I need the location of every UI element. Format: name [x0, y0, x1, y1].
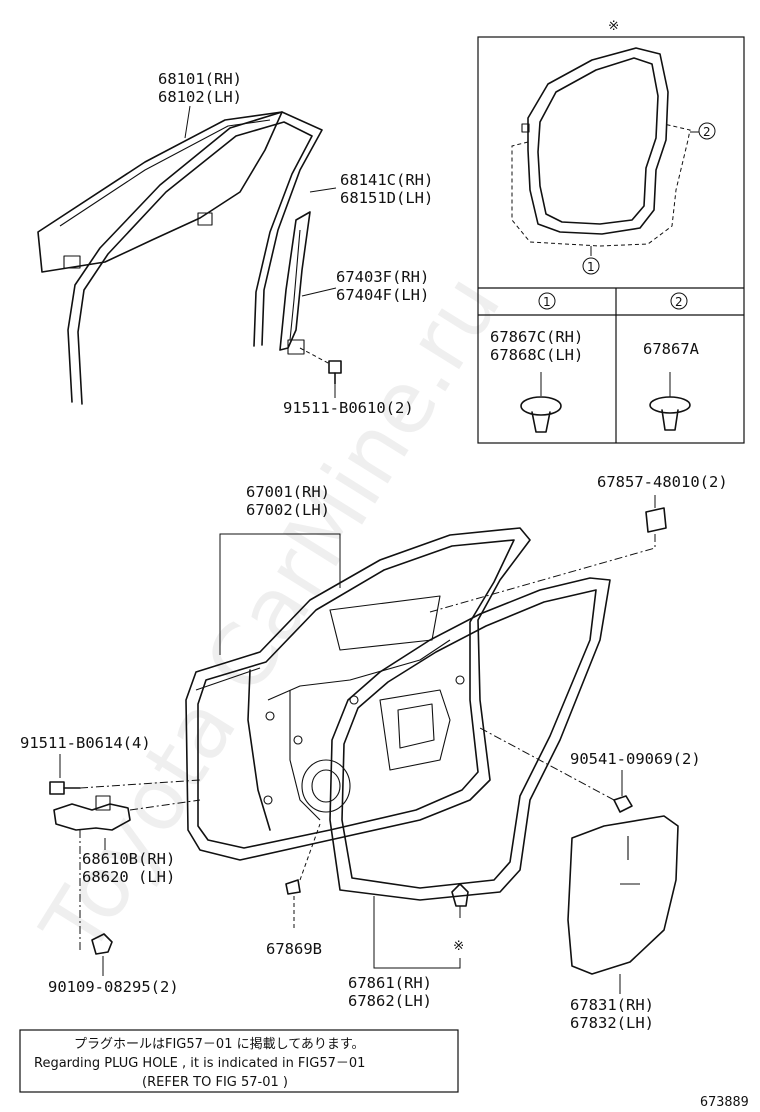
callout-1: 1 [587, 260, 595, 274]
label-clip2: 67867A [643, 340, 700, 358]
column-callout-2: 2 [675, 295, 683, 309]
note-line2: Regarding PLUG HOLE , it is indicated in… [34, 1056, 365, 1071]
asterisk-bottom: ※ [453, 938, 464, 954]
label-bolt-top: 91511-B0610(2) [283, 399, 414, 417]
seal-clip-icon [451, 883, 469, 918]
label-run-rh: 68141C(RH) [340, 171, 433, 189]
label-panel-lh: 67002(LH) [246, 501, 330, 519]
door-seal-shape [329, 577, 611, 901]
label-hinge-rh: 68610B(RH) [82, 850, 175, 868]
label-bolt-hinge: 91511-B0614(4) [20, 734, 151, 752]
label-chan-lh: 67404F(LH) [336, 286, 429, 304]
column-callout-1: 1 [543, 295, 551, 309]
note-line1: プラグホールはFIG57－01 に掲載してあります。 [74, 1036, 365, 1052]
door-glass-shape [37, 111, 283, 273]
note-box: プラグホールはFIG57－01 に掲載してあります。 Regarding PLU… [19, 1029, 459, 1093]
inset-box [477, 36, 745, 444]
label-chan-rh: 67403F(RH) [336, 268, 429, 286]
label-clip1-rh: 67867C(RH) [490, 328, 583, 346]
callout-2: 2 [703, 125, 711, 139]
label-pad: 67857-48010(2) [597, 473, 728, 491]
pin-icon [91, 933, 113, 976]
label-glass-rh: 68101(RH) [158, 70, 242, 88]
pad-icon [429, 495, 667, 613]
label-seal-lh: 67862(LH) [348, 992, 432, 1010]
label-hinge-lh: 68620 (LH) [82, 868, 175, 886]
note-line3: (REFER TO FIG 57-01 ) [142, 1075, 288, 1090]
label-plug: 67869B [266, 940, 322, 958]
bolt-top-icon [299, 347, 342, 385]
label-panel-rh: 67001(RH) [246, 483, 330, 501]
label-screw: 90541-09069(2) [570, 750, 701, 768]
label-clip1-lh: 67868C(LH) [490, 346, 583, 364]
clip2-icon [649, 372, 691, 431]
label-cover-lh: 67832(LH) [570, 1014, 654, 1032]
inset-weatherstrip [511, 47, 691, 247]
channel-shape [279, 211, 311, 355]
diagram-id: 673889 [700, 1094, 749, 1110]
glass-run-shape [67, 111, 323, 405]
asterisk-top: ※ [608, 18, 619, 34]
label-cover-rh: 67831(RH) [570, 996, 654, 1014]
plug-icon [285, 823, 321, 928]
clip1-icon [520, 372, 562, 433]
door-panel-shape [185, 527, 531, 861]
screw-icon [479, 727, 633, 813]
hinge-bolt-icon [49, 779, 201, 795]
label-pin: 90109-08295(2) [48, 978, 179, 996]
hinge-icon [53, 795, 201, 950]
label-glass-lh: 68102(LH) [158, 88, 242, 106]
label-run-lh: 68151D(LH) [340, 189, 433, 207]
label-seal-rh: 67861(RH) [348, 974, 432, 992]
hole-cover-shape [567, 815, 679, 975]
